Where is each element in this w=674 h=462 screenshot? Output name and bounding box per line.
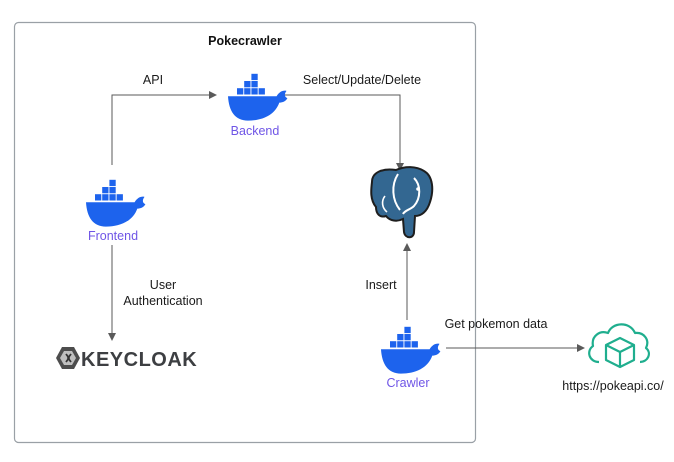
- edge-label-user: User: [150, 278, 176, 292]
- keycloak-label: KEYCLOAK: [81, 349, 197, 371]
- edge-label-get-data: Get pokemon data: [445, 317, 548, 331]
- database-node: [370, 166, 434, 239]
- keycloak-logo-icon: [56, 347, 80, 369]
- docker-whale-icon: [228, 73, 288, 121]
- pokecrawler-boundary: [13, 21, 477, 444]
- frontend-label: Frontend: [88, 229, 138, 243]
- edge-label-authentication: Authentication: [123, 294, 202, 308]
- edge-label-api: API: [143, 73, 163, 87]
- docker-whale-icon: [381, 326, 441, 374]
- pokeapi-node: https://pokeapi.co/: [562, 323, 664, 393]
- keycloak-node: KEYCLOAK: [56, 347, 197, 371]
- crawler-node: Crawler: [381, 326, 441, 390]
- postgresql-elephant-icon: [370, 166, 434, 239]
- backend-node: Backend: [228, 73, 288, 138]
- diagram-title: Pokecrawler: [208, 34, 282, 48]
- edge-frontend-backend: [111, 91, 217, 165]
- cloud-package-icon: [588, 323, 650, 369]
- edge-label-db-ops: Select/Update/Delete: [303, 73, 421, 87]
- edge-label-insert: Insert: [365, 278, 397, 292]
- frontend-node: Frontend: [86, 179, 146, 243]
- backend-label: Backend: [231, 124, 280, 138]
- pokeapi-label: https://pokeapi.co/: [562, 379, 664, 393]
- crawler-label: Crawler: [386, 376, 429, 390]
- docker-whale-icon: [86, 179, 146, 227]
- edge-backend-database: [282, 94, 404, 171]
